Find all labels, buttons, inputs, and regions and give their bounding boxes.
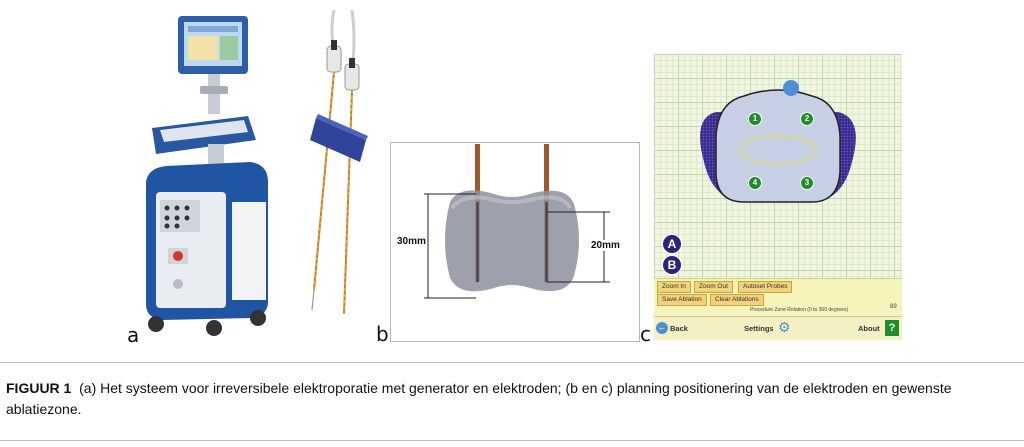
planning-screen: 1 2 4 3 A B Zoom In Zoom Out Autoset Pro… (654, 54, 902, 340)
bottom-nav: ← Back Settings ⚙ About ? (654, 316, 902, 340)
ablation-zone-plan (700, 89, 856, 203)
panel-label-a: a (127, 323, 140, 347)
probe-4[interactable]: 4 (748, 176, 762, 190)
caption-top-rule (0, 362, 1024, 363)
probe-1[interactable]: 1 (748, 112, 762, 126)
caption-label: FIGUUR 1 (6, 380, 72, 396)
save-ablation-button[interactable]: Save Ablation (657, 294, 707, 306)
caption-bottom-rule (0, 440, 1024, 441)
dimension-label-20mm: 20mm (590, 240, 621, 251)
zoom-in-button[interactable]: Zoom In (657, 281, 691, 293)
gear-icon[interactable]: ⚙ (778, 319, 791, 335)
settings-button[interactable]: Settings (744, 324, 774, 333)
autoset-probes-button[interactable]: Autoset Probes (738, 281, 793, 293)
figure-caption: FIGUUR 1 (a) Het systeem voor irreversib… (6, 378, 1006, 420)
dimension-label-30mm: 30mm (396, 236, 427, 247)
view-b-button[interactable]: B (662, 255, 682, 275)
caption-text: (a) Het systeem voor irreversibele elekt… (6, 380, 952, 417)
rotation-label: Procedure Zone Rotation (0 to 360 degree… (750, 307, 849, 313)
about-button[interactable]: About (858, 324, 880, 333)
zoom-out-button[interactable]: Zoom Out (694, 281, 733, 293)
control-panel: Zoom In Zoom Out Autoset Probes Save Abl… (654, 278, 902, 315)
probe-3[interactable]: 3 (800, 176, 814, 190)
clear-ablations-button[interactable]: Clear Ablations (710, 294, 764, 306)
back-arrow-icon[interactable]: ← (656, 322, 668, 334)
electrode-probes-image (310, 10, 368, 315)
panel-label-b: b (376, 322, 389, 346)
panel-label-c: c (640, 322, 651, 346)
rotation-value[interactable]: 89 (890, 304, 897, 310)
help-icon[interactable]: ? (885, 320, 899, 336)
back-button[interactable]: Back (670, 324, 688, 333)
rotation-marker-icon[interactable] (783, 80, 799, 96)
probe-2[interactable]: 2 (800, 112, 814, 126)
generator-cart-image (146, 16, 268, 336)
view-a-button[interactable]: A (662, 234, 682, 254)
